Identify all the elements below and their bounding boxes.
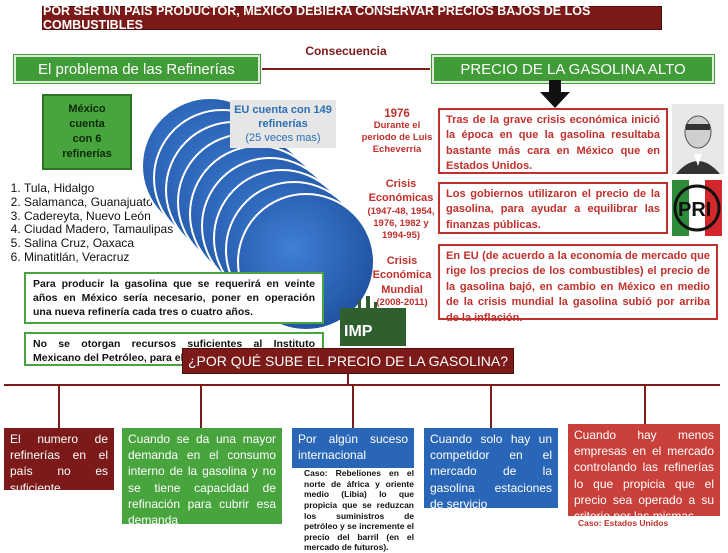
question-connector (347, 374, 349, 384)
crisis-title: Crisis (385, 178, 417, 190)
down-arrow-icon (540, 80, 570, 108)
refinery-list: Tula, Hidalgo Salamanca, Guanajuato Cade… (4, 181, 173, 265)
reason-connector (58, 384, 60, 428)
pri-logo: PRI (672, 180, 722, 236)
crisis-1976: 1976 Durante el periodo de Luis Echeverr… (356, 108, 438, 156)
price-explanation-3: En EU (de acuerdo a la economía de merca… (438, 244, 718, 324)
list-item: Salamanca, Guanajuato (24, 195, 173, 210)
mexico-box-line: refinerías (62, 147, 112, 160)
crisis-year: 1976 (384, 108, 410, 120)
imp-logo: IMP (340, 296, 406, 346)
gasoline-price-header: PRECIO DE LA GASOLINA ALTO (432, 55, 714, 83)
crisis-line: Echeverría (372, 143, 422, 155)
crisis-title: Crisis (386, 255, 418, 267)
mexico-box-line: con 6 (72, 133, 102, 145)
reason-box-5: Cuando hay menos empresas en el mercado … (568, 424, 720, 523)
reason-5-note: Caso: Estados Unidos (578, 518, 669, 528)
question-banner: ¿POR QUÉ SUBE EL PRECIO DE LA GASOLINA? (182, 348, 514, 374)
refineries-problem-header: El problema de las Refinerías (14, 55, 260, 83)
mexico-refineries-box: México cuenta con 6 refinerías (42, 94, 132, 170)
eu-refineries-box: EU cuenta con 149 refinerías (25 veces m… (230, 100, 336, 148)
crisis-years: (2008-2011) (376, 296, 428, 308)
crisis-years: 1976, 1982 y (373, 217, 429, 229)
list-item: Cadereyta, Nuevo León (24, 209, 173, 224)
consequence-connector (262, 68, 430, 70)
crisis-years: (1947-48, 1954, (367, 205, 435, 217)
crisis-line: periodo de Luis (361, 131, 433, 143)
eu-box-line: refinerías (258, 117, 308, 130)
reason-box-1: El numero de refinerías en el país no es… (4, 428, 114, 495)
pri-logo-text: PRI (678, 199, 711, 221)
crisis-title: Mundial (381, 283, 423, 296)
reasons-connector (4, 384, 720, 386)
crisis-years: 1994-95) (381, 230, 421, 242)
economic-crises: Crisis Económicas (1947-48, 1954, 1976, … (362, 177, 440, 243)
price-explanation-2: Los gobiernos utilizaron el precio de la… (438, 182, 668, 234)
eu-box-line: (25 veces mas) (245, 132, 321, 145)
reason-connector (644, 384, 646, 424)
list-item: Minatitlán, Veracruz (24, 250, 173, 265)
consequence-label: Consecuencia (305, 44, 387, 58)
mexico-box-line: México (68, 103, 106, 116)
imp-logo-text: IMP (344, 323, 373, 340)
crisis-title: Económicas (368, 192, 434, 205)
reason-box-2: Cuando se da una mayor demanda en el con… (122, 428, 282, 527)
price-explanation-1: Tras de la grave crisis económica inició… (438, 108, 668, 174)
reason-3-note: Caso: Rebeliones en el norte de áfrica y… (304, 468, 414, 553)
mexico-box-line: cuenta (69, 118, 105, 131)
crisis-line: Durante el (373, 120, 421, 131)
portrait-image (672, 104, 724, 174)
list-item: Tula, Hidalgo (24, 181, 173, 196)
reason-connector (352, 384, 354, 428)
reason-box-3: Por algún suceso internacional (292, 428, 414, 468)
eu-box-line: EU cuenta con 149 (234, 103, 332, 116)
reason-connector (200, 384, 202, 428)
world-economic-crisis: Crisis Económica Mundial (2008-2011) (366, 254, 438, 309)
top-banner: POR SER UN PAÍS PRODUCTOR, MÉXICO DEBIER… (42, 4, 662, 32)
new-refinery-note: Para producir la gasolina que se requeri… (24, 272, 324, 324)
reason-connector (490, 384, 492, 428)
list-item: Salina Cruz, Oaxaca (24, 236, 173, 251)
crisis-title: Económica (372, 269, 432, 282)
list-item: Ciudad Madero, Tamaulipas (24, 223, 173, 237)
reason-box-4: Cuando solo hay un competidor en el merc… (424, 428, 558, 511)
